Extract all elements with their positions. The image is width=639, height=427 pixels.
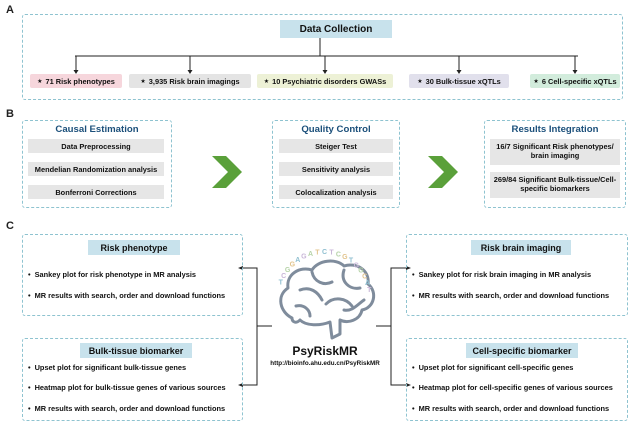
app-name: PsyRiskMR <box>292 344 358 358</box>
cell-specific-item-1: Upset plot for significant cell-specific… <box>412 363 574 372</box>
causal-estimation-title: Causal Estimation <box>55 124 139 135</box>
dna-letter: A <box>295 257 300 264</box>
results-item-2: 269/84 Significant Bulk-tissue/Cell-spec… <box>490 172 620 198</box>
arrow-head-icon <box>456 70 462 74</box>
dna-letter: G <box>285 267 291 274</box>
bulk-tissue-item-1: Upset plot for significant bulk-tissue g… <box>28 363 187 372</box>
causal-step-1: Data Preprocessing <box>28 139 164 153</box>
data-source-5: ★6 Cell-specific xQTLs <box>530 74 620 88</box>
quality-step-3: Colocalization analysis <box>279 185 393 199</box>
star-icon: ★ <box>533 78 539 85</box>
dna-letter: C <box>336 251 341 258</box>
dna-letter: G <box>354 262 360 269</box>
risk-phenotype-frame <box>22 234 243 316</box>
data-collection-title: Data Collection <box>280 20 392 38</box>
dna-letter: C <box>281 273 286 280</box>
causal-estimation-frame <box>22 120 172 208</box>
arrow-head-icon <box>73 70 79 74</box>
data-source-1: ★71 Risk phenotypes <box>30 74 122 88</box>
quality-control-title: Quality Control <box>301 124 371 135</box>
app-url[interactable]: http://bioinfo.ahu.edu.cn/PsyRiskMR <box>270 360 380 367</box>
dna-letter: C <box>322 249 327 256</box>
dna-letter: A <box>365 280 370 287</box>
dna-letter: T <box>329 250 334 257</box>
dna-letter: T <box>279 279 284 286</box>
data-source-label: 6 Cell-specific xQTLs <box>541 76 617 86</box>
data-source-label: 30 Bulk-tissue xQTLs <box>425 76 501 86</box>
data-source-label: 10 Psychiatric disorders GWASs <box>272 76 387 86</box>
arrow-head-icon <box>322 70 328 74</box>
star-icon: ★ <box>37 78 43 85</box>
risk-phenotype-item-1: Sankey plot for risk phenotype in MR ana… <box>28 270 196 279</box>
quality-step-1: Steiger Test <box>279 139 393 153</box>
dna-letter: G <box>358 268 364 275</box>
results-integration-title: Results Integration <box>511 124 599 135</box>
risk-brain-item-1: Sankey plot for risk brain imaging in MR… <box>412 270 592 279</box>
cell-specific-title: Cell-specific biomarker <box>466 343 578 358</box>
panel-label-a: A <box>6 4 14 16</box>
bulk-tissue-item-2: Heatmap plot for bulk-tissue genes of va… <box>28 383 226 392</box>
dna-letter: A <box>308 251 313 258</box>
quality-control-frame <box>272 120 400 208</box>
cell-specific-item-3: MR results with search, order and downlo… <box>412 404 610 413</box>
data-source-4: ★30 Bulk-tissue xQTLs <box>409 74 509 88</box>
arrow-head-icon <box>187 70 193 74</box>
data-source-2: ★3,935 Risk brain imagings <box>129 74 251 88</box>
risk-brain-title: Risk brain imaging <box>471 240 571 255</box>
quality-step-2: Sensitivity analysis <box>279 162 393 176</box>
chevron-arrow-icon <box>212 156 242 188</box>
causal-step-2: Mendelian Randomization analysis <box>28 162 164 176</box>
bulk-tissue-title: Bulk-tissue biomarker <box>80 343 192 358</box>
cell-specific-frame <box>406 338 628 421</box>
causal-step-3: Bonferroni Corrections <box>28 185 164 199</box>
risk-phenotype-item-2: MR results with search, order and downlo… <box>28 291 226 300</box>
dna-letter: G <box>290 262 296 269</box>
dna-letter: T <box>367 287 372 294</box>
bulk-tissue-frame <box>22 338 243 421</box>
star-icon: ★ <box>140 78 146 85</box>
results-integration-frame <box>484 120 626 208</box>
risk-brain-item-2: MR results with search, order and downlo… <box>412 291 610 300</box>
data-source-3: ★10 Psychiatric disorders GWASs <box>257 74 393 88</box>
star-icon: ★ <box>263 78 270 85</box>
panel-label-b: B <box>6 108 14 120</box>
dna-letter: T <box>315 250 320 257</box>
star-icon: ★ <box>417 78 423 85</box>
dna-letter: G <box>342 254 348 261</box>
results-item-1: 16/7 Significant Risk phenotypes/brain i… <box>490 139 620 165</box>
panel-label-c: C <box>6 220 14 232</box>
risk-brain-frame <box>406 234 628 316</box>
cell-specific-item-2: Heatmap plot for cell-specific genes of … <box>412 383 613 392</box>
data-collection-frame <box>22 14 623 100</box>
risk-phenotype-title: Risk phenotype <box>88 240 180 255</box>
dna-letter: C <box>362 274 367 281</box>
chevron-arrow-icon <box>428 156 458 188</box>
data-source-label: 3,935 Risk brain imagings <box>148 76 240 86</box>
data-source-label: 71 Risk phenotypes <box>45 76 115 86</box>
arrow-head-icon <box>572 70 578 74</box>
dna-letter: G <box>301 254 307 261</box>
bulk-tissue-item-3: MR results with search, order and downlo… <box>28 404 226 413</box>
dna-letter: T <box>349 258 354 265</box>
